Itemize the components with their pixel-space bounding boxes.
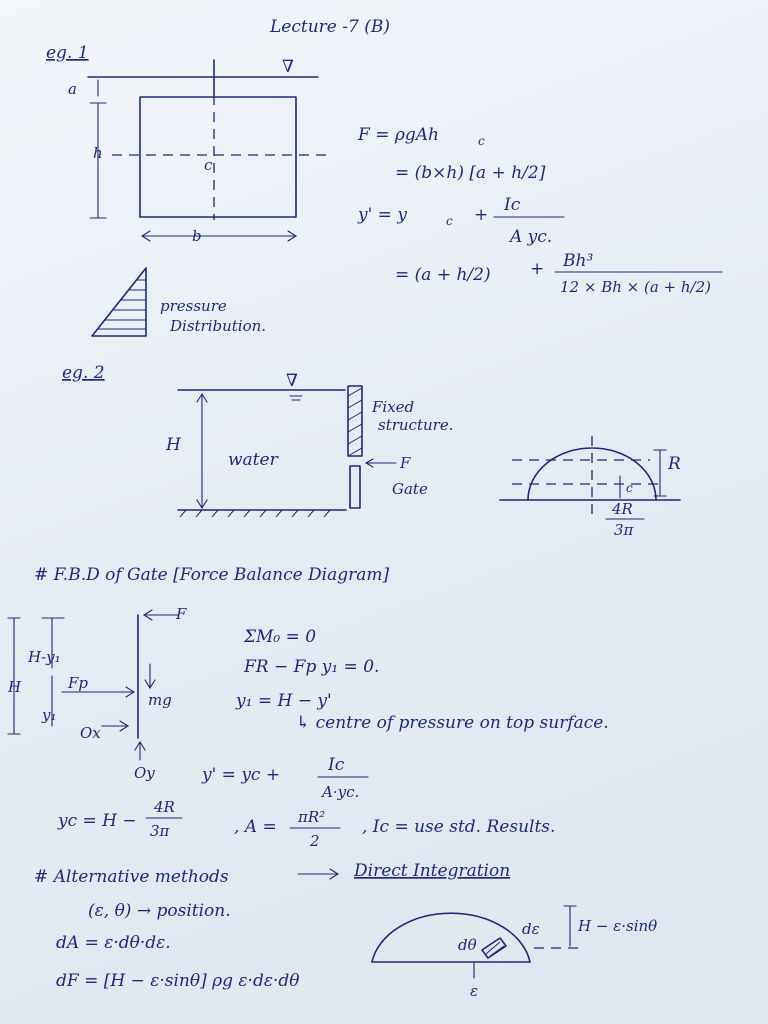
fbd-eq-sum-moments: ΣM₀ = 0 (243, 627, 316, 647)
eg1-eq-force: F = ρgAh (357, 125, 439, 145)
fbd-eq-area-den: 2 (309, 832, 320, 850)
fbd-eq-moment-balance: FR − Fp y₁ = 0. (243, 657, 379, 677)
fixed-label-2: structure. (378, 416, 453, 434)
example-2: eg. 2 ∇ H water Fixed structure. F Gate (62, 363, 681, 539)
eg1-plate (139, 96, 297, 218)
fbd-eq-y-prime-den: A·yc. (320, 783, 359, 801)
fbd-eq-yc-den: 3π (150, 822, 171, 840)
fbd-eq-area: , A = (234, 817, 277, 837)
eg1-dim-a: a (68, 80, 77, 98)
alt-dA-line: dA = ε·dθ·dε. (56, 933, 171, 953)
semicircle-sketch: R c 4R 3π (499, 436, 681, 539)
fbd-eq-y-prime-num: Ic (327, 755, 345, 775)
eg1-dim-h: h (93, 144, 103, 162)
fbd-lab-H: H (7, 678, 22, 696)
eg2-water-label: water (228, 450, 279, 470)
pressure-label-2: Distribution. (169, 317, 266, 335)
alt-heading: # Alternative methods (34, 867, 229, 887)
alt-lab-eps: ε (470, 982, 478, 1000)
fbd-eq-y1: y₁ = H − y' (235, 691, 332, 711)
fixed-structure (347, 385, 363, 457)
alt-direct-integration: Direct Integration (353, 861, 510, 881)
polar-element-sketch: dθ dε ε H − ε·sinθ (371, 905, 657, 1000)
eg1-eq-y-prime-den: A yc. (508, 227, 552, 247)
fbd-eq-yc: yc = H − (57, 811, 137, 831)
fbd-eq-centre-note: ↳ centre of pressure on top surface. (296, 713, 609, 733)
alt-lab-h-esin: H − ε·sinθ (577, 917, 657, 935)
semicircle-3pi: 3π (614, 521, 635, 539)
fbd-force-F: F (175, 605, 187, 623)
eg1-eq-y-prime-sub: c (446, 214, 453, 228)
gate (349, 465, 361, 509)
eg1-eq-force-2: = (b×h) [a + h/2] (395, 163, 546, 183)
alt-dF-line: dF = [H − ε·sinθ] ρg ε·dε·dθ (56, 971, 299, 991)
fbd-eq-area-num: πR² (297, 808, 325, 826)
fbd-eq-y-prime: y' = yc + (201, 765, 280, 785)
semicircle-R: R (667, 454, 681, 474)
fbd-eq-ic: , Ic = use std. Results. (362, 817, 555, 837)
fbd-lab-Fp: Fp (67, 674, 88, 692)
eg1-label: eg. 1 (46, 43, 89, 63)
eg1-eq-y-prime: y' = y (357, 205, 407, 225)
fbd-section: # F.B.D of Gate [Force Balance Diagram] … (7, 565, 609, 850)
example-1: eg. 1 ∇ a c h b F = ρgAh c = (b×h) [a + … (46, 43, 723, 337)
semicircle-c: c (626, 481, 633, 495)
fbd-lab-Oy: Oy (134, 764, 155, 782)
fixed-label-1: Fixed (371, 398, 414, 416)
eg1-eq-y-prime-plus: + (474, 205, 488, 225)
pressure-distribution-triangle (91, 267, 147, 337)
semicircle-4R: 4R (611, 500, 633, 518)
eg2-force-F: F (399, 454, 411, 472)
page-title: Lecture -7 (B) (269, 17, 390, 37)
eg1-eq-y-prime-num: Ic (503, 195, 521, 215)
fbd-lab-H-minus-y1: H-y₁ (27, 648, 61, 666)
eg1-dim-b: b (192, 227, 202, 245)
fbd-eq-yc-num: 4R (153, 798, 175, 816)
eg2-gate-label: Gate (392, 480, 428, 498)
eg1-centroid-label: c (204, 156, 213, 174)
eg1-eq-y-prime-2-num: Bh³ (562, 251, 593, 271)
fbd-heading: # F.B.D of Gate [Force Balance Diagram] (34, 565, 390, 585)
eg1-eq-y-prime-2: = (a + h/2) (395, 265, 491, 285)
alternative-method-section: # Alternative methods Direct Integration… (34, 861, 657, 1000)
eg1-eq-y-prime-2-plus: + (530, 259, 544, 279)
eg1-eq-force-sub: c (478, 134, 485, 148)
eg1-free-surface-symbol: ∇ (282, 57, 294, 77)
eg1-eq-y-prime-2-den: 12 × Bh × (a + h/2) (560, 278, 711, 296)
fbd-lab-Ox: Ox (80, 724, 101, 742)
fbd-lab-y1: y₁ (41, 706, 57, 724)
alt-lab-dtheta: dθ (458, 936, 477, 954)
alt-position-line: (ε, θ) → position. (88, 901, 231, 921)
eg2-free-surface-symbol: ∇ (286, 371, 298, 391)
eg2-dim-H: H (165, 435, 182, 455)
pressure-label-1: pressure (160, 297, 227, 315)
alt-lab-de: dε (522, 920, 540, 938)
fbd-lab-mg: mg (148, 691, 172, 709)
eg2-label: eg. 2 (62, 363, 105, 383)
